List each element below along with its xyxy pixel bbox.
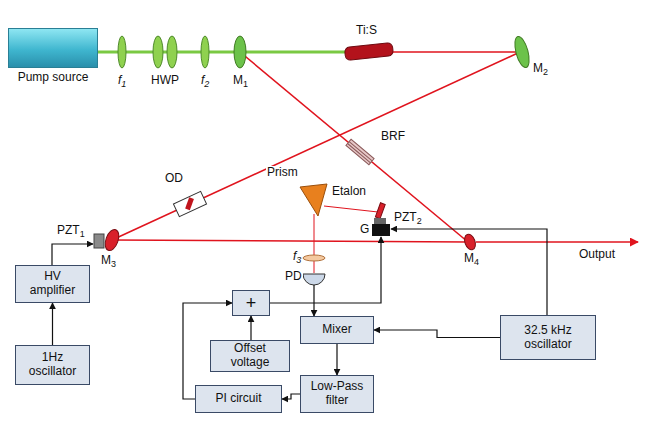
prism xyxy=(300,184,327,216)
photodiode xyxy=(303,274,325,285)
waveplate xyxy=(167,36,177,68)
signal-connector xyxy=(250,316,251,340)
part-label: Output xyxy=(578,248,616,261)
crystal xyxy=(344,43,393,61)
amplifier-box: HV amplifier xyxy=(15,265,90,303)
signal-wire xyxy=(391,229,547,315)
signal-connector xyxy=(374,330,500,338)
galvo xyxy=(372,224,390,236)
label-subscript: 1 xyxy=(243,79,248,89)
signal-connector xyxy=(282,394,300,399)
optical-diode xyxy=(173,191,206,216)
mixer-box: Mixer xyxy=(300,316,374,344)
box-label: Offset voltage xyxy=(216,342,284,370)
label-main: M xyxy=(464,251,474,265)
part-label: OD xyxy=(164,172,184,185)
part-label: BRF xyxy=(380,130,406,143)
part-label: PD xyxy=(284,270,303,283)
box-label: 32.5 kHz oscillator xyxy=(506,324,590,352)
part-label: M4 xyxy=(463,252,480,265)
signal-connector xyxy=(52,303,53,345)
optical-diode-plate xyxy=(185,197,194,210)
label-main: PZT xyxy=(394,210,417,224)
box-label: PI circuit xyxy=(215,392,261,406)
box-label: + xyxy=(246,293,257,314)
part-label: HWP xyxy=(150,74,180,87)
box-label: 1Hz oscillator xyxy=(21,351,84,379)
label-main: M xyxy=(233,73,243,87)
filter-stripe xyxy=(348,144,371,163)
box-label: HV amplifier xyxy=(21,270,84,298)
part-label: G xyxy=(359,223,370,236)
label-subscript: 2 xyxy=(417,216,422,226)
part-label: M2 xyxy=(532,62,549,75)
part-label: f1 xyxy=(117,74,127,87)
label-subscript: 3 xyxy=(111,259,116,269)
pump-housing xyxy=(8,28,98,68)
lens xyxy=(303,255,325,261)
offset-box: Offset voltage xyxy=(210,340,290,372)
part-label: Ti:S xyxy=(355,24,378,37)
box-label: Pump source xyxy=(18,71,89,85)
label-main: M xyxy=(101,253,111,267)
part-label: f3 xyxy=(292,250,302,263)
label-subscript: 4 xyxy=(474,257,479,267)
part-label: PZT1 xyxy=(56,224,86,237)
label-main: f xyxy=(118,73,121,87)
signal-connector xyxy=(336,344,337,375)
signal-wire xyxy=(270,237,381,303)
lens xyxy=(201,36,209,68)
label-subscript: 1 xyxy=(121,79,126,89)
laser-beam xyxy=(112,52,520,240)
mirror xyxy=(512,35,532,69)
filter-box: Low-Pass filter xyxy=(300,375,374,413)
filter-stripe xyxy=(349,142,372,161)
summer-box: + xyxy=(232,290,270,316)
signal-wire xyxy=(313,285,314,316)
part-label: M1 xyxy=(232,74,249,87)
part-label: M3 xyxy=(100,254,117,267)
signal-wire xyxy=(52,244,93,265)
part-label: PZT2 xyxy=(393,211,423,224)
filter-plate xyxy=(346,139,374,164)
reflected-beam xyxy=(314,214,315,273)
waveplate xyxy=(153,36,163,68)
etalon xyxy=(375,203,385,219)
birefringent-filter xyxy=(346,139,374,164)
mirror xyxy=(463,233,478,251)
label-subscript: 3 xyxy=(296,255,301,265)
reflected-beam xyxy=(324,206,378,212)
part-label: f2 xyxy=(200,74,210,87)
output-beam xyxy=(476,241,638,243)
label-subscript: 1 xyxy=(80,229,85,239)
label-main: M xyxy=(533,61,543,75)
part-label: Prism xyxy=(266,166,299,179)
pump-source-box: Pump source xyxy=(8,28,98,92)
laser-beam xyxy=(240,52,468,242)
box-label: Low-Pass filter xyxy=(306,380,368,408)
controller-box: PI circuit xyxy=(195,385,282,413)
lens xyxy=(118,36,126,68)
label-main: f xyxy=(293,249,296,263)
label-subscript: 2 xyxy=(543,67,548,77)
part-label: Etalon xyxy=(331,185,367,198)
oscillator-box: 32.5 kHz oscillator xyxy=(500,315,596,360)
box-label: Mixer xyxy=(322,323,351,337)
label-main: f xyxy=(201,73,204,87)
piezo-actuator xyxy=(374,218,386,224)
mirror xyxy=(234,36,246,68)
oscillator-box: 1Hz oscillator xyxy=(15,345,90,385)
mirror xyxy=(103,228,122,253)
laser-beam xyxy=(112,240,468,242)
label-main: PZT xyxy=(57,223,80,237)
piezo-actuator xyxy=(94,234,104,248)
label-subscript: 2 xyxy=(204,79,209,89)
